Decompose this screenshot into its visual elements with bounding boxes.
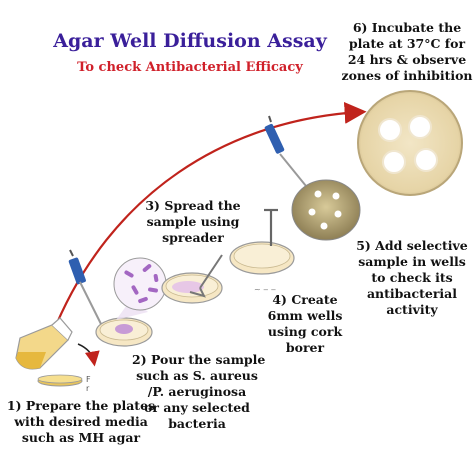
flask-icon bbox=[15, 317, 100, 370]
step-2-text: 2) Pour the sample such as S. aureus /P.… bbox=[132, 352, 266, 432]
step-6-line: plate at 37°C for bbox=[348, 36, 466, 51]
pipette-icon bbox=[264, 115, 307, 187]
incubated-plate-icon bbox=[291, 179, 361, 241]
step-2-line: /P. aeruginosa bbox=[147, 384, 247, 399]
step-4-line: using cork bbox=[267, 324, 343, 339]
step-5-line: to check its bbox=[371, 270, 453, 285]
step-6-line: zones of inhibition bbox=[341, 68, 473, 83]
step-4-text: 4) Create 6mm wells using cork borer bbox=[256, 292, 354, 356]
step-5-line: activity bbox=[386, 302, 438, 317]
step-3-line: spreader bbox=[162, 230, 224, 245]
petri-dish-icon bbox=[37, 374, 83, 387]
step-3-line: 3) Spread the bbox=[145, 198, 241, 213]
step-6-text: 6) Incubate the plate at 37°C for 24 hrs… bbox=[340, 20, 474, 84]
step-2-line: such as S. aureus bbox=[136, 368, 258, 383]
petri-dish-icon bbox=[161, 272, 223, 304]
step-1-text: 1) Prepare the plates with desired media… bbox=[6, 398, 156, 446]
step-5-line: 5) Add selective bbox=[356, 238, 468, 253]
step-4-line: 4) Create bbox=[272, 292, 338, 307]
step-1-line: with desired media bbox=[14, 414, 148, 429]
cork-borer-icon bbox=[264, 208, 278, 246]
step-1-line: 1) Prepare the plates bbox=[6, 398, 156, 413]
step-4-line: 6mm wells bbox=[267, 308, 343, 323]
page-subtitle: To check Antibacterial Efficacy bbox=[77, 60, 303, 75]
svg-text:F: F bbox=[86, 375, 91, 384]
step-3-text: 3) Spread the sample using spreader bbox=[138, 198, 248, 246]
step-1-line: such as MH agar bbox=[21, 430, 141, 445]
step-5-line: antibacterial bbox=[366, 286, 458, 301]
bacteria-zoom-icon bbox=[113, 257, 167, 320]
step-4-line: borer bbox=[285, 340, 325, 355]
step-2-line: or any selected bbox=[144, 400, 250, 415]
spreader-icon bbox=[189, 254, 223, 298]
dish-edge-label: ~ ‒ ‒ bbox=[254, 285, 276, 294]
petri-dish-icon bbox=[229, 241, 295, 275]
step-2-line: bacteria bbox=[168, 416, 226, 431]
petri-dish-icon bbox=[95, 317, 153, 347]
step-3-line: sample using bbox=[146, 214, 240, 229]
step-2-line: 2) Pour the sample bbox=[132, 352, 266, 367]
step-5-text: 5) Add selective sample in wells to chec… bbox=[352, 238, 472, 318]
step-6-line: 24 hrs & observe bbox=[347, 52, 467, 67]
incubated-plate-icon bbox=[357, 90, 463, 196]
pipette-icon bbox=[68, 249, 105, 331]
svg-text:r: r bbox=[86, 384, 90, 393]
step-5-line: sample in wells bbox=[358, 254, 466, 269]
step-6-line: 6) Incubate the bbox=[352, 20, 462, 35]
page-title: Agar Well Diffusion Assay bbox=[53, 30, 327, 52]
